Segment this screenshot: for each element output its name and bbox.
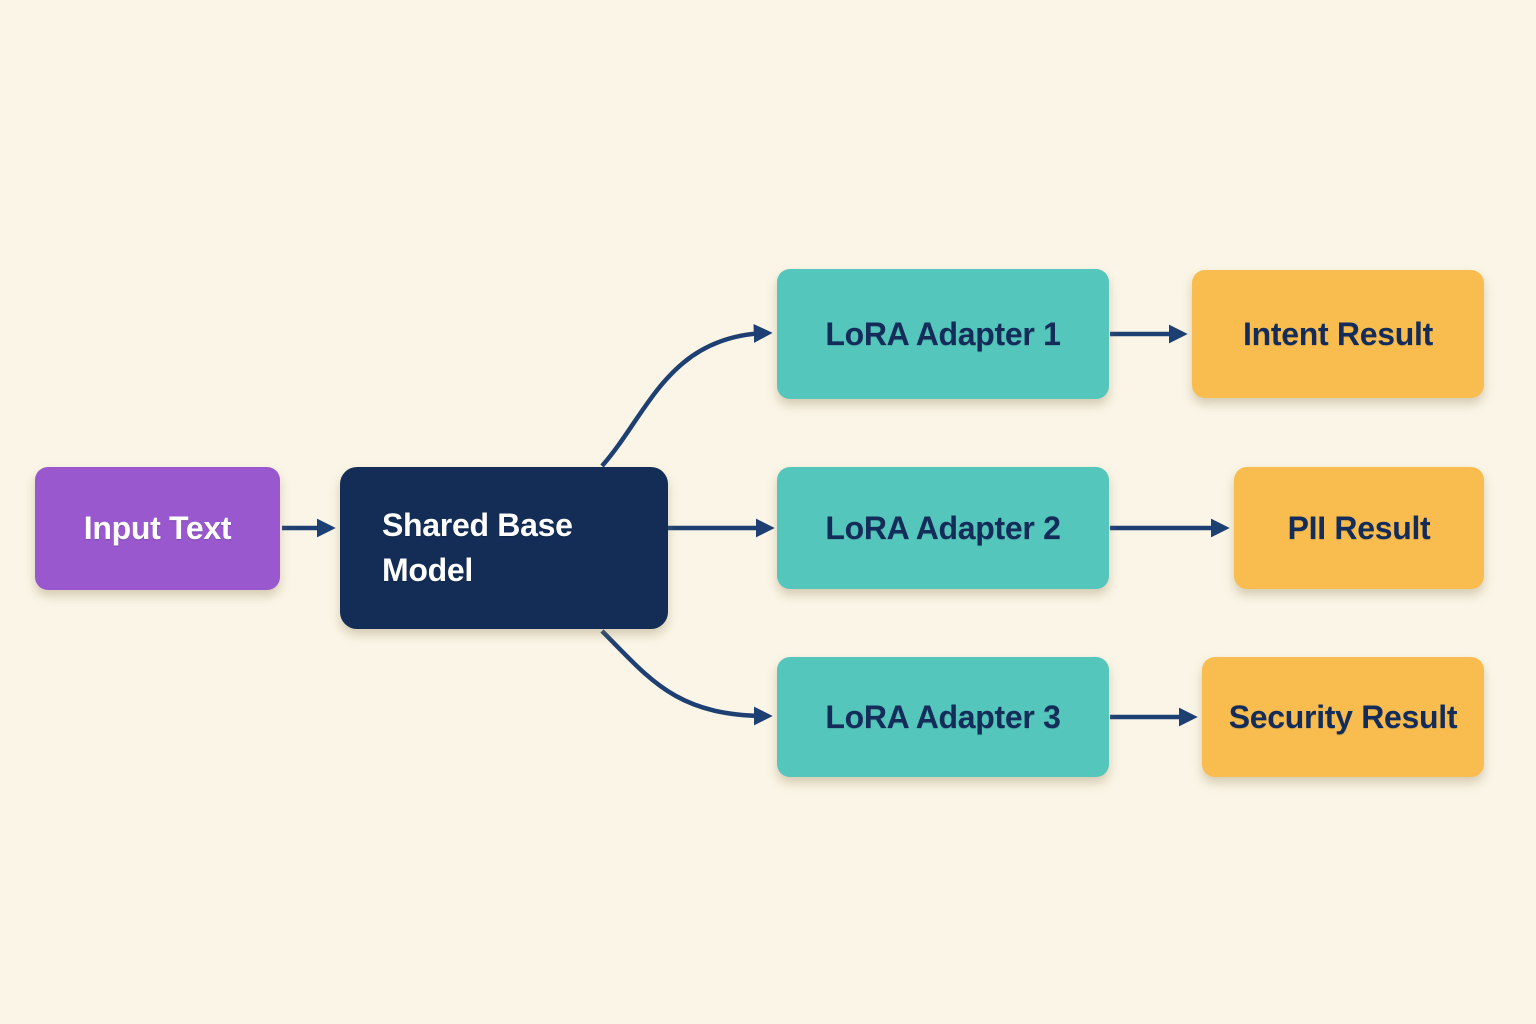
- node-lora-adapter-1: LoRA Adapter 1: [777, 269, 1109, 399]
- node-input-text-label: Input Text: [83, 510, 232, 547]
- node-shared-base-model-label: Shared Base Model: [382, 507, 573, 588]
- node-input-text: Input Text: [35, 467, 280, 590]
- node-lora-adapter-1-label: LoRA Adapter 1: [825, 315, 1061, 352]
- node-intent-result: Intent Result: [1192, 270, 1484, 398]
- edge-base-to-adapter3: [600, 629, 773, 726]
- node-shared-base-model: Shared Base Model: [340, 467, 668, 629]
- node-security-result-label: Security Result: [1228, 698, 1458, 735]
- node-security-result: Security Result: [1202, 657, 1484, 777]
- edge-base-to-adapter1: [600, 323, 773, 468]
- node-pii-result: PII Result: [1234, 467, 1484, 589]
- node-lora-adapter-2-label: LoRA Adapter 2: [825, 509, 1061, 546]
- node-intent-result-label: Intent Result: [1243, 315, 1433, 352]
- node-pii-result-label: PII Result: [1287, 509, 1431, 546]
- node-lora-adapter-3: LoRA Adapter 3: [777, 657, 1109, 777]
- node-lora-adapter-2: LoRA Adapter 2: [777, 467, 1109, 589]
- node-lora-adapter-3-label: LoRA Adapter 3: [825, 698, 1061, 735]
